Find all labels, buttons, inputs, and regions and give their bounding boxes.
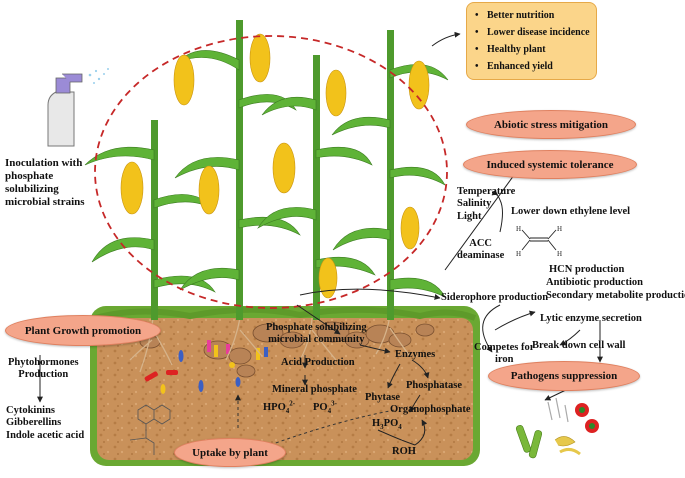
phytohormones-line: Phytohormones (8, 357, 79, 368)
corn-plants (84, 20, 449, 320)
rhizosphere-ellipse (94, 35, 448, 309)
benefit-item: Lower disease incidence (475, 24, 596, 41)
uptake-label: Uptake by plant (192, 446, 268, 459)
inoculation-line: microbial strains (5, 195, 85, 208)
inoculation-line: phosphate (5, 169, 54, 182)
spray-bottle-icon (47, 68, 109, 147)
hormone-item: Cytokinins (6, 405, 56, 416)
hpo4-base: HPO (263, 402, 286, 413)
hpo4-subscript: 4 (285, 407, 290, 416)
inoculation-text: Inoculation with phosphate solubilizing … (5, 157, 85, 209)
svg-text:H: H (557, 225, 562, 233)
po4-text: PO43- (313, 399, 337, 416)
secondary-metabolite-text: Secondary metabolite production (546, 290, 685, 301)
growth-promotion-pill: Plant Growth promotion (5, 315, 161, 346)
roots (129, 315, 411, 373)
competes-line: Competes for (474, 342, 535, 353)
abiotic-stress-label: Abiotic stress mitigation (493, 118, 609, 131)
phosphatase-text: Phosphatase (406, 380, 463, 391)
induced-tolerance-pill: Induced systemic tolerance (463, 150, 637, 179)
acc-line: deaminase (457, 250, 505, 262)
acid-production-text: Acid Production (281, 357, 355, 368)
pathogens-pill: Pathogens suppression (488, 361, 640, 391)
induced-tolerance-label: Induced systemic tolerance (486, 158, 614, 171)
h3po4-text: H3PO4 (372, 418, 402, 432)
roh-text: ROH (392, 446, 416, 457)
stress-factor: Light (457, 210, 482, 222)
h3po4-h: H (372, 418, 381, 429)
benefits-list: Better nutrition Lower disease incidence… (467, 3, 596, 75)
benefit-item: Better nutrition (475, 7, 596, 24)
abiotic-stress-pill: Abiotic stress mitigation (466, 110, 636, 139)
hormone-item: Indole acetic acid (6, 429, 85, 441)
competes-iron-text: Competes for iron (474, 342, 534, 367)
siderophore-text: Siderophore production (441, 292, 549, 303)
phytohormones-line: Production (18, 369, 69, 381)
benefit-item: Healthy plant (475, 41, 596, 58)
soil-block (90, 306, 480, 466)
lytic-enzyme-text: Lytic enzyme secretion (540, 313, 642, 324)
phytase-text: Phytase (365, 392, 400, 403)
mineral-phosphate-text: Mineral phosphate (272, 384, 357, 395)
acc-deaminase-text: ACC deaminase (457, 238, 504, 263)
hcn-text: HCN production (549, 264, 625, 275)
hpo4-superscript: 2- (289, 399, 296, 408)
hormone-item: Gibberellins (6, 417, 62, 429)
po4-subscript: 4 (327, 407, 332, 416)
pathogens-label: Pathogens suppression (510, 370, 618, 382)
stress-factor: Temperature (457, 186, 516, 197)
ethylene-molecule: H H H H (516, 225, 562, 258)
soil-rocks (139, 321, 435, 378)
hormones-list: Cytokinins Gibberellins Indole acetic ac… (6, 405, 84, 442)
inoculation-line: Inoculation with (5, 157, 83, 169)
pathogen-icons (515, 397, 599, 459)
stress-factors: Temperature Salinity Light (457, 186, 515, 223)
uptake-pill: Uptake by plant (174, 438, 286, 467)
psm-line: Phosphate solubilizing (266, 322, 367, 333)
h3po4-sub-3: 3 (380, 423, 384, 432)
svg-text:H: H (516, 250, 521, 258)
enzymes-text: Enzymes (395, 349, 436, 360)
h3po4-po: PO (383, 418, 399, 429)
svg-text:H: H (516, 225, 521, 233)
growth-promotion-label: Plant Growth promotion (24, 324, 142, 337)
h3po4-sub-4: 4 (398, 423, 402, 432)
molecule-sketch (129, 404, 171, 455)
acc-line: ACC (469, 238, 492, 249)
benefit-item: Enhanced yield (475, 58, 596, 75)
hpo4-text: HPO42- (263, 399, 296, 416)
po4-superscript: 3- (331, 399, 337, 408)
po4-base: PO (313, 402, 328, 413)
ethylene-text: Lower down ethylene level (511, 206, 631, 217)
psm-community-text: Phosphate solubilizing microbial communi… (266, 322, 367, 347)
svg-text:H: H (557, 250, 562, 258)
organophosphate-text: Organophosphate (390, 404, 471, 415)
antibiotic-text: Antibiotic production (546, 277, 643, 288)
stress-factor: Salinity (457, 198, 492, 210)
break-down-text: Break down cell wall (532, 340, 626, 351)
phytohormones-text: Phytohormones Production (8, 357, 79, 382)
competes-line: iron (494, 354, 514, 366)
benefits-box: Better nutrition Lower disease incidence… (466, 2, 597, 80)
psm-line: microbial community (268, 334, 365, 346)
inoculation-line: solubilizing (5, 182, 59, 195)
microbes (144, 340, 268, 394)
